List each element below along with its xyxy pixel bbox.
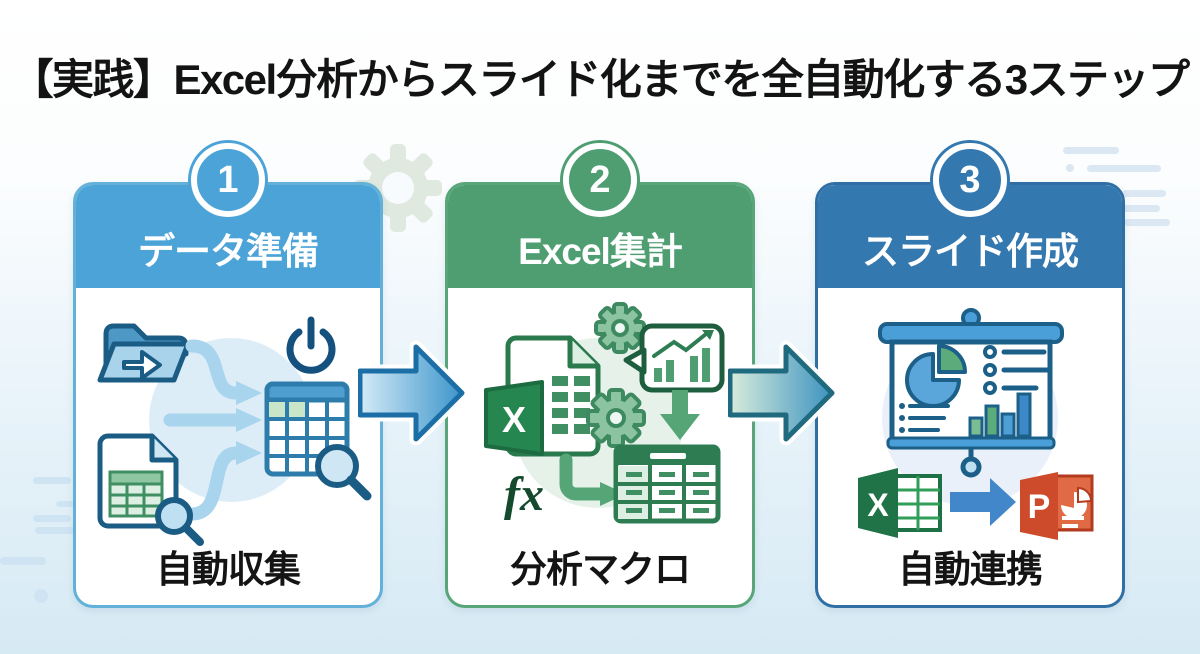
folder-import-icon [97,323,191,383]
step-number-badge: 3 [933,143,1007,217]
step-number-badge: 1 [191,143,265,217]
transfer-arrow-icon [950,478,1016,526]
corner-arrow-icon [559,453,626,506]
step3-icon-cluster: X P [858,308,1094,540]
step1-icon-cluster [97,316,372,546]
chart-bubble-icon [623,323,725,393]
document-magnifier-icon [97,433,204,546]
step3-header-label: スライド作成 [862,231,1079,272]
step-card-slide-creation: 3 スライド作成 [815,143,1125,608]
page-title: 【実践】Excel分析からスライド化までを全自動化する3ステップ [11,56,1190,103]
step-card-excel-aggregation: 2 Excel集計 X [445,143,755,608]
presentation-board-icon [878,308,1064,478]
step-number-badge: 2 [563,143,637,217]
excel-logo-icon: X [858,468,942,538]
excel-letter: X [867,487,889,523]
excel-file-icon: X [484,335,601,457]
step2-caption: 分析マクロ [510,549,691,590]
step2-icon-cluster: X [484,302,725,524]
step1-header-label: データ準備 [138,231,319,272]
step1-header: データ準備 [76,185,380,288]
gear-icon [586,388,646,448]
merge-arrows-icon [163,339,262,521]
gear-icon [594,302,646,354]
down-arrow-icon [660,390,700,440]
step-card-data-preparation: 1 データ準備 [73,143,383,608]
step1-caption: 自動収集 [156,549,301,590]
spreadsheet-magnifier-icon [264,381,372,501]
powerpoint-logo-icon: P [1020,472,1094,540]
arrow-step1-to-step2 [358,340,469,446]
summary-table-icon [613,444,721,524]
step2-header-label: Excel集計 [518,231,683,272]
excel-letter: X [502,399,526,440]
step3-caption: 自動連携 [898,549,1043,590]
arrow-step2-to-step3 [728,340,839,446]
fx-formula-icon: fx [504,468,544,521]
ppt-letter: P [1028,488,1051,526]
power-icon [286,316,336,374]
